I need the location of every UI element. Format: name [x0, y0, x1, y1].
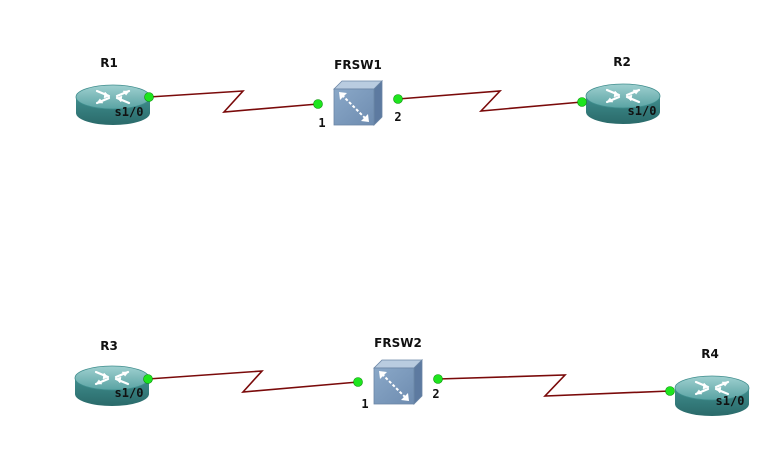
- frame-relay-switch-icon: [333, 80, 383, 126]
- frsw1-label: FRSW1: [334, 58, 382, 72]
- router-r3-label: R3: [100, 339, 118, 353]
- link-r1-frsw1[interactable]: [148, 90, 319, 113]
- port-label: 1: [318, 116, 325, 130]
- router-r3[interactable]: R3 s1/0: [73, 339, 151, 408]
- frsw2[interactable]: FRSW2 1 2: [361, 336, 439, 411]
- port-label: s1/0: [628, 104, 657, 118]
- port-label: s1/0: [115, 386, 144, 400]
- router-r2[interactable]: R2 s1/0: [584, 55, 662, 126]
- router-r1[interactable]: R1 s1/0: [74, 56, 152, 127]
- frsw1[interactable]: FRSW1 1 2: [318, 58, 401, 130]
- router-r2-label: R2: [613, 55, 631, 69]
- port-label: 2: [432, 387, 439, 401]
- port-indicator: [577, 97, 587, 107]
- port-indicator: [665, 386, 675, 396]
- port-indicator: [353, 377, 363, 387]
- router-r1-label: R1: [100, 56, 118, 70]
- port-indicator: [313, 99, 323, 109]
- port-indicator: [144, 92, 154, 102]
- link-r3-frsw2[interactable]: [147, 370, 359, 393]
- port-label: 2: [394, 110, 401, 124]
- port-indicator: [433, 374, 443, 384]
- port-indicator: [393, 94, 403, 104]
- router-r4-label: R4: [701, 347, 719, 361]
- port-label: 1: [361, 397, 368, 411]
- link-frsw2-r4[interactable]: [437, 374, 671, 397]
- frsw2-label: FRSW2: [374, 336, 422, 350]
- router-r4[interactable]: R4 s1/0: [673, 347, 751, 418]
- link-frsw1-r2[interactable]: [397, 90, 583, 112]
- frame-relay-switch-icon: [373, 359, 423, 405]
- port-label: s1/0: [115, 105, 144, 119]
- port-label: s1/0: [716, 394, 745, 408]
- port-indicator: [143, 374, 153, 384]
